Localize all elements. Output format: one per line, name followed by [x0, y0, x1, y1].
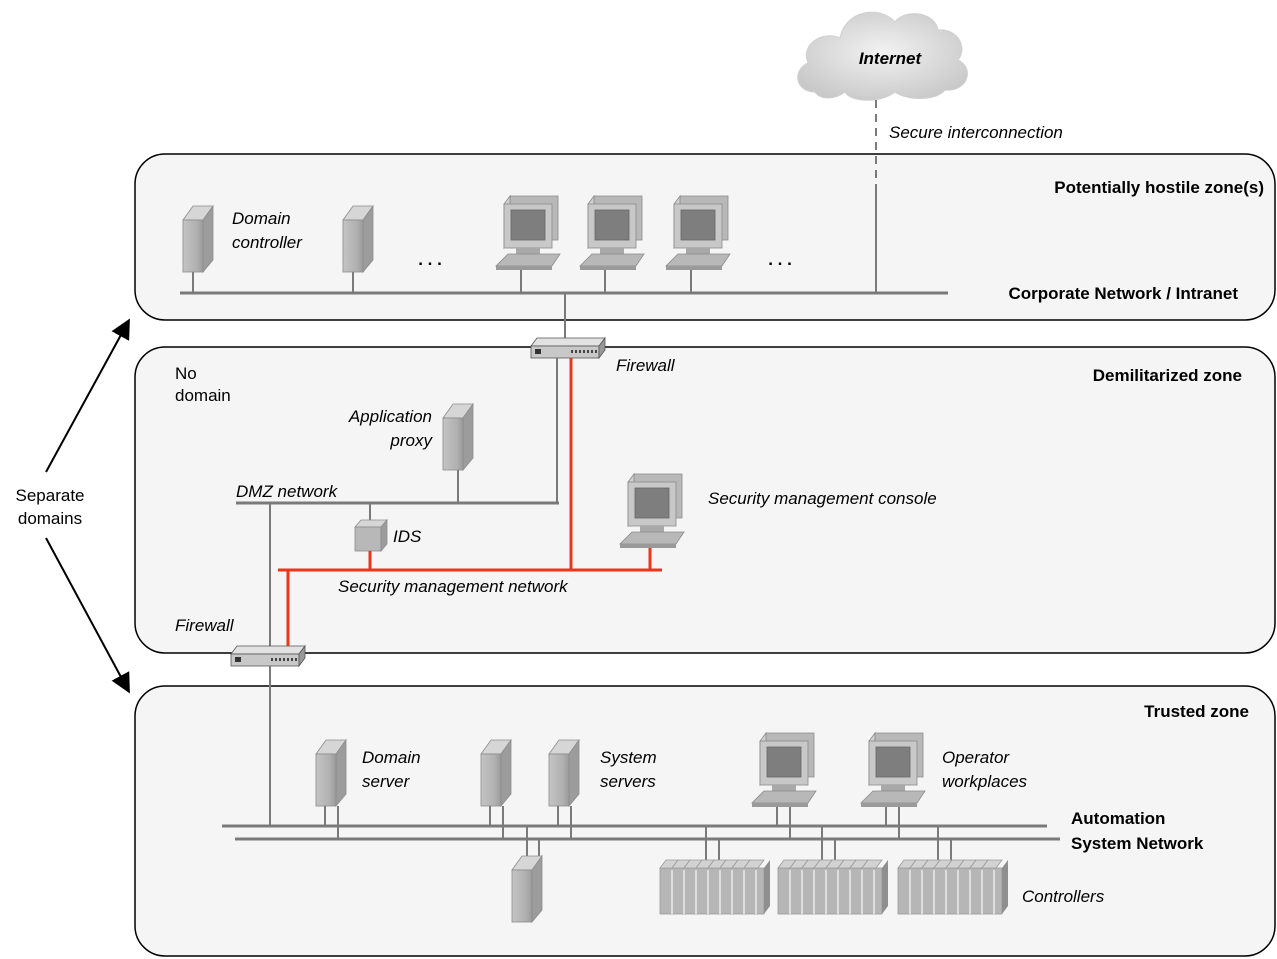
app-proxy-label-1: Application	[348, 407, 432, 426]
app-proxy-label-2: proxy	[389, 431, 433, 450]
dmz-zone-title: Demilitarized zone	[1093, 366, 1242, 385]
server-icon	[511, 855, 543, 923]
domain-controller-label-1: Domain	[232, 209, 291, 228]
automation-network-label-2: System Network	[1071, 834, 1204, 853]
controller-rack-icon	[659, 859, 771, 915]
cloud-icon	[797, 11, 968, 101]
no-domain-label-1: No	[175, 364, 197, 383]
controllers-label: Controllers	[1022, 887, 1105, 906]
upper-firewall-icon	[530, 337, 606, 359]
operator-workstation-icon	[860, 732, 926, 808]
domain-server-label-2: server	[362, 772, 411, 791]
security-console-label: Security management console	[708, 489, 937, 508]
domain-controller-server-icon	[182, 205, 214, 273]
no-domain-label-2: domain	[175, 386, 231, 405]
system-server-icon	[548, 739, 580, 807]
controller-rack-icon	[897, 859, 1009, 915]
lower-firewall-icon	[230, 645, 306, 667]
security-management-network-label: Security management network	[338, 577, 569, 596]
separate-domains-label-2: domains	[18, 509, 82, 528]
ids-sensor-icon	[354, 518, 388, 553]
application-proxy-server-icon	[442, 403, 474, 471]
controller-rack-icon	[777, 859, 889, 915]
corporate-network-label: Corporate Network / Intranet	[1008, 284, 1238, 303]
system-servers-label-2: servers	[600, 772, 656, 791]
upper-firewall-label: Firewall	[616, 356, 676, 375]
domain-controller-label-2: controller	[232, 233, 303, 252]
secure-interconnection-label: Secure interconnection	[889, 123, 1063, 142]
hostile-zone-title: Potentially hostile zone(s)	[1054, 178, 1264, 197]
arrow-up	[45, 318, 130, 473]
ids-label: IDS	[393, 527, 422, 546]
dmz-zone-box	[134, 346, 1276, 654]
workstation-icon	[495, 195, 561, 271]
system-server-icon	[480, 739, 512, 807]
domain-server-label-1: Domain	[362, 748, 421, 767]
workstation-icon	[665, 195, 731, 271]
workstation-icon	[579, 195, 645, 271]
internet-label: Internet	[859, 49, 923, 68]
automation-network-label-1: Automation	[1071, 809, 1165, 828]
trusted-zone-title: Trusted zone	[1144, 702, 1249, 721]
operator-workstation-icon	[751, 732, 817, 808]
arrow-down	[45, 537, 130, 694]
server-icon	[342, 205, 374, 273]
separate-domains-label-1: Separate	[16, 486, 85, 505]
system-servers-label-1: System	[600, 748, 657, 767]
security-console-workstation-icon	[619, 473, 685, 549]
ellipsis-right: . . .	[768, 250, 792, 269]
operator-workplaces-label-2: workplaces	[942, 772, 1028, 791]
operator-workplaces-label-1: Operator	[942, 748, 1010, 767]
ellipsis-left: . . .	[418, 250, 442, 269]
dmz-network-label: DMZ network	[236, 482, 339, 501]
lower-firewall-label: Firewall	[175, 616, 235, 635]
domain-server-icon	[315, 739, 347, 807]
